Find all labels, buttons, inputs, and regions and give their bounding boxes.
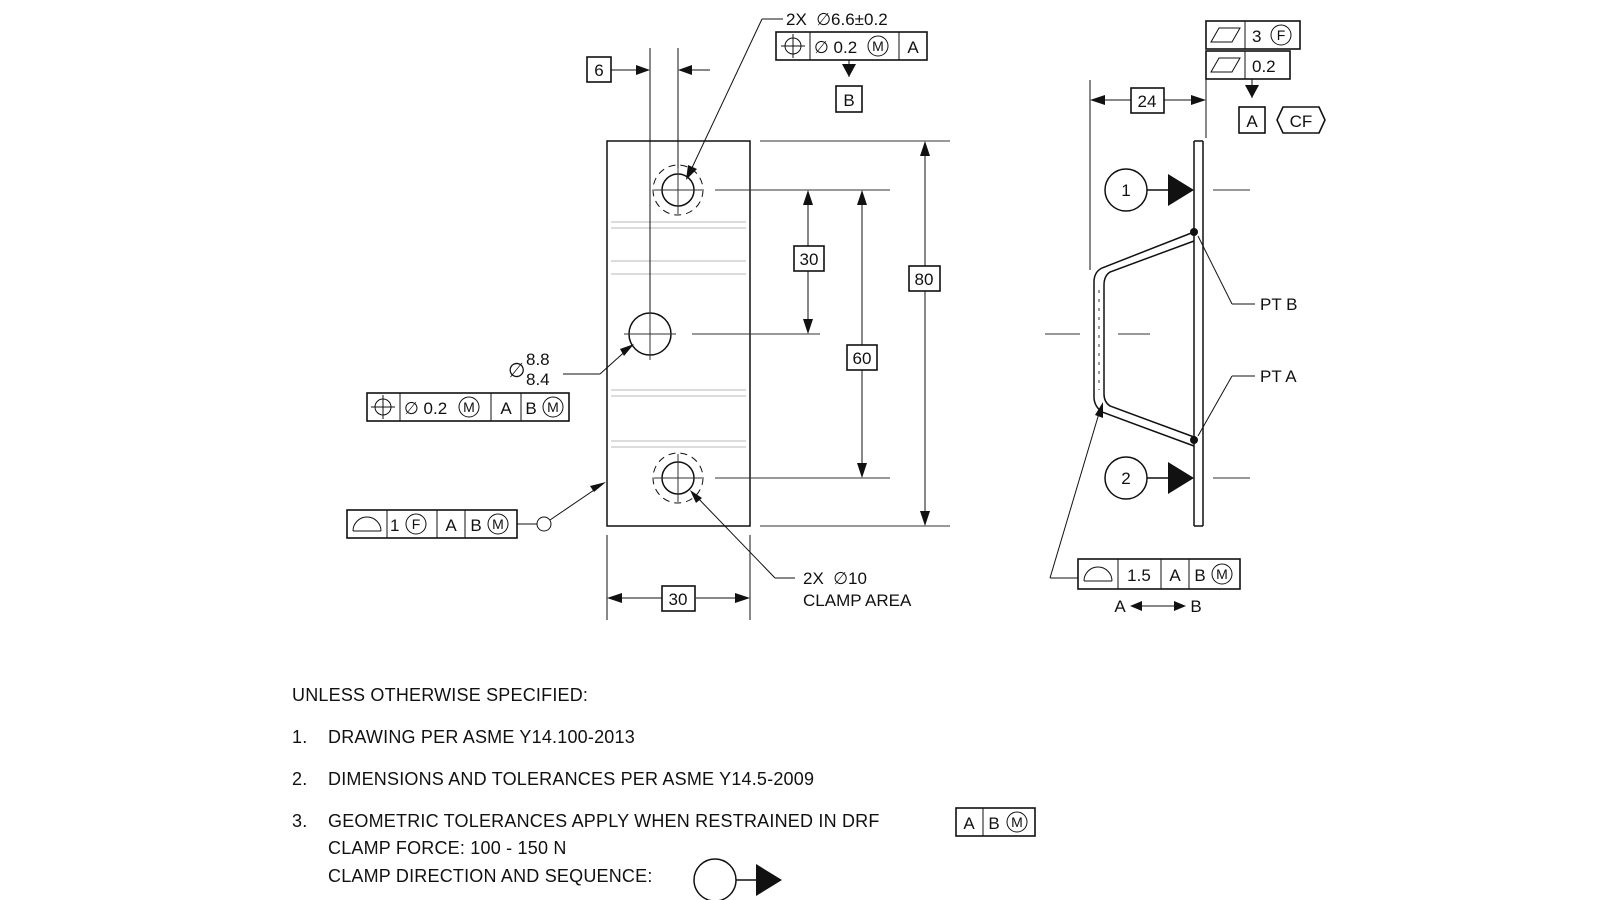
side-datum-a: A <box>1246 112 1258 131</box>
center-hole-datum-b: B <box>525 399 536 418</box>
dim-hole-offset-value: 6 <box>594 61 603 80</box>
free-state-letter: F <box>412 516 421 532</box>
hole-datum-primary: A <box>907 38 919 57</box>
note-2-text: DIMENSIONS AND TOLERANCES PER ASME Y14.5… <box>328 769 815 789</box>
dim-outer-span: 60 <box>846 190 878 478</box>
clamp-symbol-2: 2 <box>1104 456 1194 500</box>
mmc-letter: M <box>872 38 884 54</box>
clamp-arrow-icon <box>756 864 782 896</box>
flatness-fcf: 3 F 0.2 A CF <box>1205 20 1326 134</box>
clamp-1-label: 1 <box>1121 181 1130 200</box>
note-2-number: 2. <box>292 769 308 789</box>
dim-width-value: 30 <box>669 590 688 609</box>
flatness-icon <box>1210 57 1241 73</box>
mmc-letter: M <box>463 399 475 415</box>
dim-side-offset: 24 <box>1089 60 1207 270</box>
dim-width: 30 <box>606 535 751 620</box>
hole-top <box>652 164 704 216</box>
position-icon <box>781 34 805 58</box>
flatness-lower-tolerance: 0.2 <box>1252 57 1276 76</box>
clamp-area-size: 2X ∅10 <box>803 569 867 588</box>
point-b-callout: PT B <box>1190 228 1297 314</box>
clamp-force-note: CLAMP FORCE: 100 - 150 N <box>328 838 567 858</box>
continuous-feature-frame <box>1276 106 1326 134</box>
clamp-symbol-1: 1 <box>1104 168 1194 212</box>
profile-side-datum-b: B <box>1194 566 1205 585</box>
flatness-icon <box>1210 27 1241 43</box>
dim-height: 80 <box>908 141 941 526</box>
mmc-icon: M <box>487 513 509 535</box>
notes-header: UNLESS OTHERWISE SPECIFIED: <box>292 685 589 705</box>
free-state-icon: F <box>405 513 427 535</box>
clamp-area-label: CLAMP AREA <box>803 591 912 610</box>
dim-outer-span-value: 60 <box>853 349 872 368</box>
clamp-direction-symbol <box>693 858 782 900</box>
hole-callout: 2X ∅6.6±0.2 ∅ 0.2 M A B <box>686 10 928 180</box>
part-profile <box>1093 140 1204 527</box>
profile-side-tolerance: 1.5 <box>1127 566 1151 585</box>
position-icon <box>371 395 395 419</box>
mmc-icon: M <box>1006 811 1028 833</box>
hole-position-tolerance: ∅ 0.2 <box>814 38 857 57</box>
side-view: 24 3 F 0.2 A CF 1 <box>1045 20 1326 616</box>
profile-left-datum-a: A <box>445 516 457 535</box>
clamp-2-label: 2 <box>1121 469 1130 488</box>
note-1-text: DRAWING PER ASME Y14.100-2013 <box>328 727 635 747</box>
note-3-text: GEOMETRIC TOLERANCES APPLY WHEN RESTRAIN… <box>328 811 880 831</box>
drf-datum-b: B <box>988 814 999 833</box>
profile-side-datum-a: A <box>1169 566 1181 585</box>
clamp-area-note: 2X ∅10 CLAMP AREA <box>690 490 912 610</box>
profile-surface-icon <box>352 516 382 532</box>
profile-surface-icon <box>1083 566 1113 582</box>
center-hole-datum-a: A <box>500 399 512 418</box>
datum-feature-b: B <box>843 91 854 110</box>
clamp-arrow-icon <box>1168 174 1194 206</box>
mmc-icon: M <box>867 35 889 57</box>
mmc-icon: M <box>542 396 564 418</box>
drf-frame: A B M <box>955 807 1036 837</box>
hole-bottom <box>652 452 704 504</box>
dim-hole-offset: 6 <box>586 48 710 312</box>
free-state-icon: F <box>1270 24 1292 46</box>
center-hole-dia-symbol: ∅ <box>508 360 525 382</box>
profile-fcf-left: 1 F A B M <box>346 482 606 539</box>
mmc-icon: M <box>1211 563 1233 585</box>
between-from-label: A <box>1114 597 1126 616</box>
profile-left-datum-b: B <box>470 516 481 535</box>
note-1-number: 1. <box>292 727 308 747</box>
center-hole-upper-limit: 8.8 <box>526 350 550 369</box>
note-3-number: 3. <box>292 811 308 831</box>
center-hole-callout: ∅ 8.8 8.4 ∅ 0.2 M A B M <box>366 344 634 422</box>
plan-view: 6 30 60 80 <box>346 10 950 620</box>
between-to-label: B <box>1190 597 1201 616</box>
hole-center <box>624 308 676 360</box>
clamp-arrow-icon <box>1168 462 1194 494</box>
point-a-callout: PT A <box>1190 367 1297 444</box>
dim-hole-spacing-value: 30 <box>800 250 819 269</box>
mmc-letter: M <box>1011 814 1023 830</box>
profile-fcf-side: 1.5 A B M A B <box>1049 402 1241 616</box>
center-hole-position-tolerance: ∅ 0.2 <box>404 399 447 418</box>
continuous-feature-symbol: CF <box>1290 112 1313 131</box>
mmc-icon: M <box>458 396 480 418</box>
point-b-label: PT B <box>1260 295 1297 314</box>
dim-height-value: 80 <box>915 270 934 289</box>
drf-datum-a: A <box>963 814 975 833</box>
point-a-label: PT A <box>1260 367 1297 386</box>
dim-side-offset-value: 24 <box>1138 92 1157 111</box>
mmc-letter: M <box>547 399 559 415</box>
mmc-letter: M <box>1216 566 1228 582</box>
center-hole-lower-limit: 8.4 <box>526 370 550 389</box>
bend-lines <box>611 221 746 448</box>
clamp-direction-note: CLAMP DIRECTION AND SEQUENCE: <box>328 866 653 886</box>
between-arrow-icon <box>1130 601 1186 611</box>
hole-size-note: 2X ∅6.6±0.2 <box>786 10 888 29</box>
flatness-upper-tolerance: 3 <box>1252 27 1261 46</box>
free-state-letter: F <box>1277 27 1286 43</box>
profile-left-tolerance: 1 <box>390 516 399 535</box>
mmc-letter: M <box>492 516 504 532</box>
dim-hole-spacing: 30 <box>793 190 825 334</box>
